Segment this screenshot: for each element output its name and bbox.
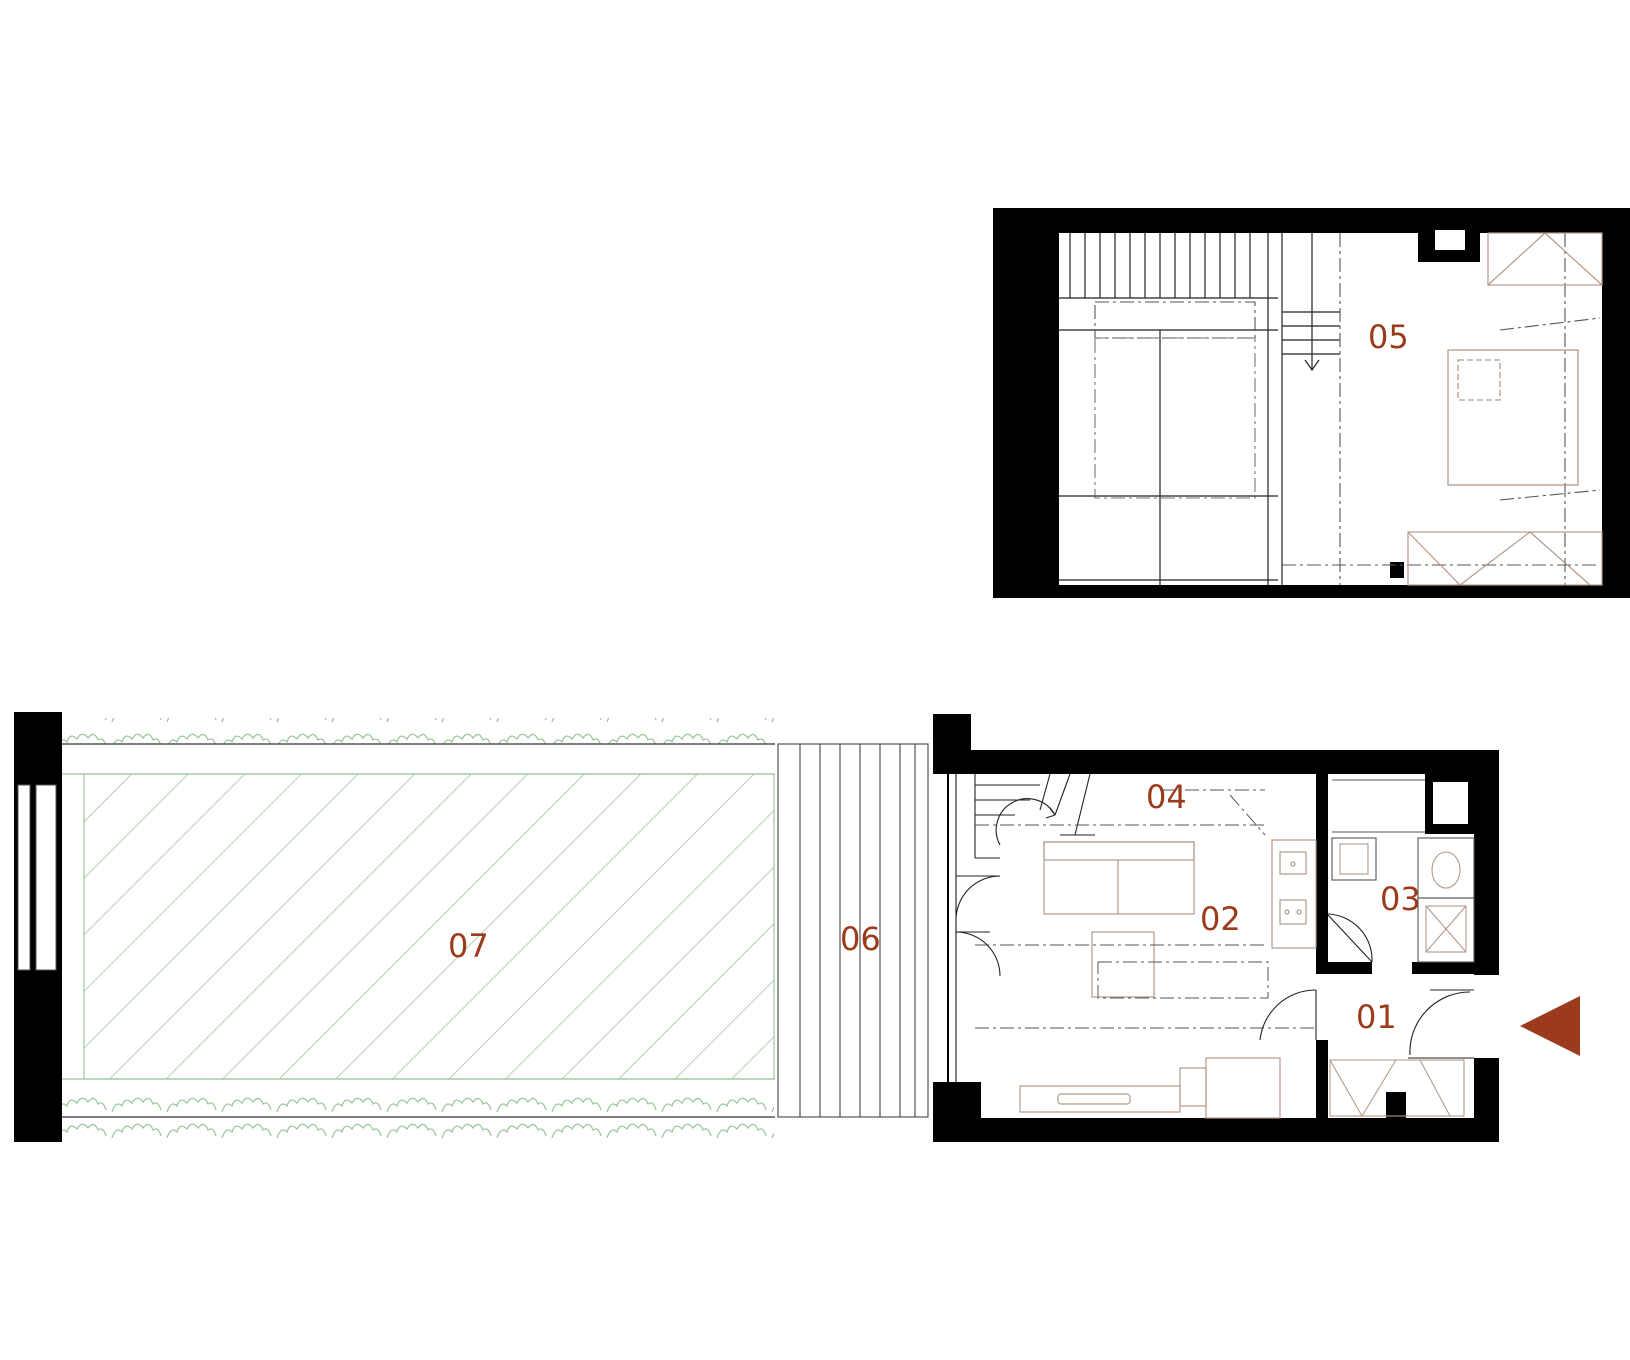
terrace: [777, 743, 929, 1118]
upper-floor: [993, 208, 1630, 598]
hall-wardrobe: [1329, 1059, 1465, 1117]
ground-partition-bath: [1316, 774, 1328, 974]
upper-stairs: [1059, 233, 1340, 585]
garden: [14, 712, 775, 1142]
ground-wall-right-top: [1474, 750, 1499, 975]
room-label-06: 06: [840, 920, 881, 958]
room-label-04: 04: [1146, 778, 1187, 816]
hedge-bottom: [62, 1092, 774, 1138]
upper-bed: [1447, 349, 1579, 486]
room-label-03: 03: [1380, 880, 1421, 918]
ground-wall-top: [933, 750, 1499, 774]
coffee-table: [1091, 931, 1155, 998]
bathroom-fixtures: [1331, 779, 1475, 963]
room-label-02: 02: [1200, 900, 1241, 938]
upper-wardrobe-top: [1487, 232, 1603, 286]
sofa: [1043, 841, 1195, 915]
kitchen-counter: [1271, 839, 1317, 949]
upper-wall-top: [993, 208, 1630, 233]
ground-stairs: [974, 773, 1095, 859]
entrance-door: [1408, 989, 1474, 1059]
ground-partition-wc: [1316, 1040, 1328, 1118]
bathroom-door: [1327, 913, 1373, 963]
ground-floor: [933, 714, 1499, 1142]
room-label-01: 01: [1356, 998, 1397, 1036]
entrance-arrow-icon: [1520, 996, 1580, 1056]
upper-wardrobe-bottom: [1407, 531, 1603, 586]
living-door: [1259, 989, 1317, 1041]
upper-wall-left: [993, 208, 1059, 598]
upper-wall-bottom: [993, 585, 1630, 598]
ground-wall-right-bottom: [1474, 1058, 1499, 1142]
room-label-07: 07: [448, 927, 489, 965]
lawn-hatch: [83, 773, 775, 1080]
terrace-doors: [955, 875, 1001, 977]
desk: [1179, 1057, 1281, 1119]
ground-wall-bottom: [933, 1118, 1499, 1142]
tv-unit: [1019, 1085, 1181, 1113]
room-label-05: 05: [1368, 318, 1409, 356]
upper-wall-right: [1602, 208, 1630, 598]
hedge-top: [62, 718, 774, 744]
